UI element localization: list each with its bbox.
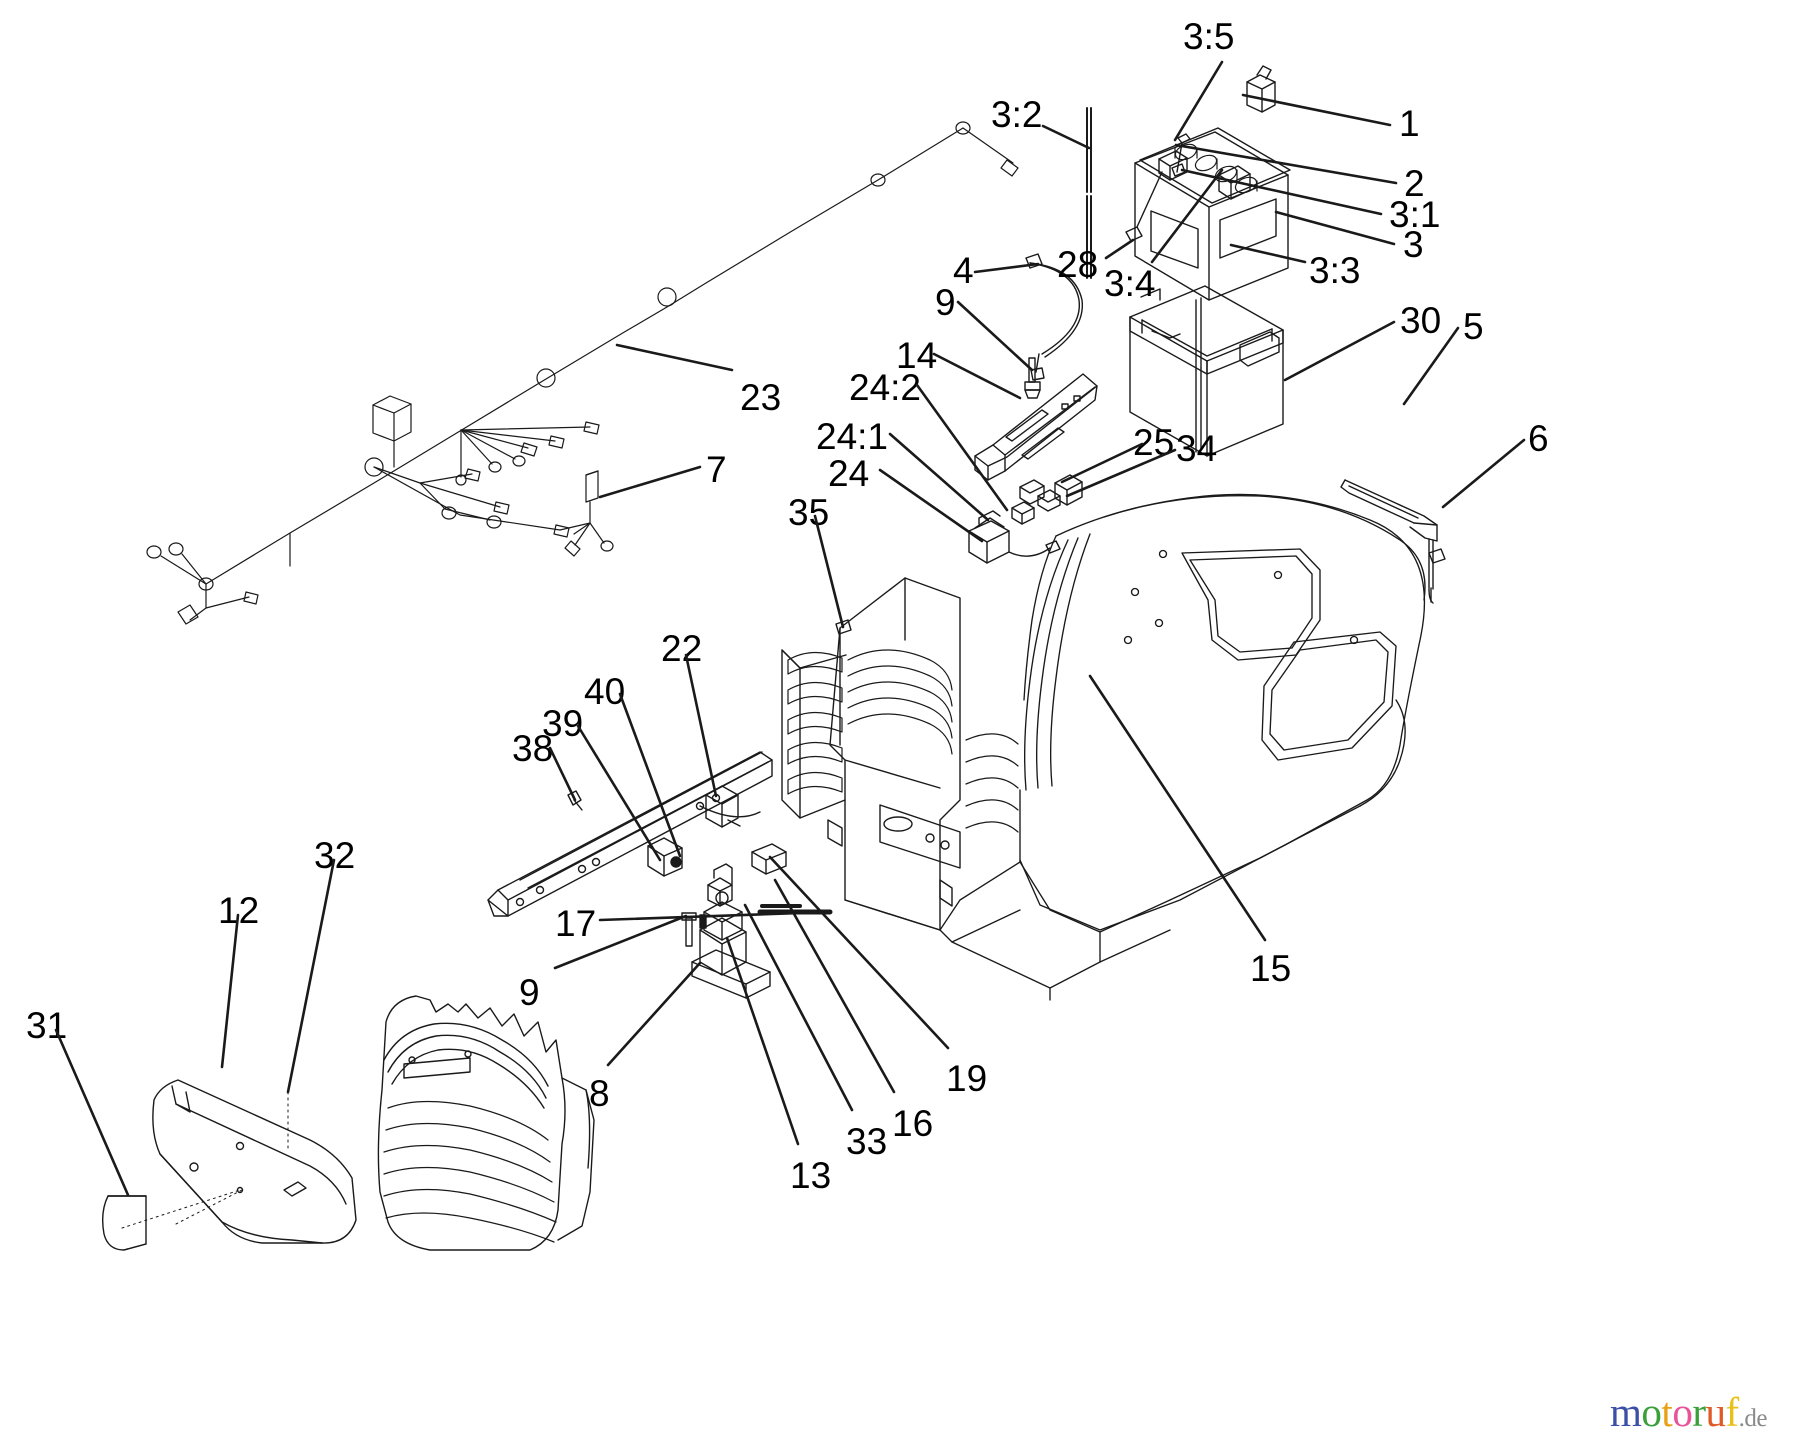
rail-bracket <box>647 837 683 877</box>
solenoid-screw <box>681 912 697 947</box>
callout-24: 24 <box>828 453 870 494</box>
callout-3-3: 3:3 <box>1309 250 1361 291</box>
callout-28: 28 <box>1057 244 1099 285</box>
watermark-letter: u <box>1705 1389 1726 1435</box>
battery-cable-4 <box>1025 253 1084 381</box>
callout-25: 25 <box>1133 422 1175 463</box>
bracket-19 <box>751 843 787 875</box>
callout-38: 38 <box>512 728 554 769</box>
solenoid-assembly <box>681 843 833 999</box>
battery-hold-down-rod <box>1086 107 1092 279</box>
front-grille <box>377 995 595 1251</box>
callout-22: 22 <box>661 628 703 669</box>
watermark-letter: o <box>1672 1389 1693 1435</box>
callout-30: 30 <box>1400 300 1442 341</box>
watermark-letter: f <box>1725 1389 1739 1435</box>
harness-branch-lower <box>373 466 614 557</box>
callout-3-5: 3:5 <box>1183 16 1235 57</box>
callout-3-4: 3:4 <box>1104 263 1156 304</box>
callout-15: 15 <box>1250 948 1292 989</box>
callout-33: 33 <box>846 1121 888 1162</box>
frame-rail <box>487 751 773 917</box>
main-wire-harness <box>146 121 1019 625</box>
watermark-letter: r <box>1692 1389 1706 1435</box>
battery-cover-clip <box>1246 65 1276 113</box>
battery-hold-down-bracket <box>974 357 1098 481</box>
grille-bars <box>383 1100 557 1243</box>
callout-17: 17 <box>555 903 597 944</box>
battery-tray <box>1129 285 1284 457</box>
callout-1: 1 <box>1399 103 1420 144</box>
callout-9-bottom: 9 <box>519 972 540 1013</box>
callout-6: 6 <box>1528 418 1549 459</box>
callout-12: 12 <box>218 890 260 931</box>
fitting-33 <box>707 863 733 907</box>
tractor-hood <box>939 493 1426 1001</box>
callout-23: 23 <box>740 377 782 418</box>
callout-3-2: 3:2 <box>991 94 1043 135</box>
callout-8: 8 <box>589 1073 610 1114</box>
relay-connector <box>372 395 412 468</box>
callout-2: 2 <box>1404 163 1425 204</box>
left-louvers <box>787 651 843 795</box>
callout-24-1: 24:1 <box>816 416 889 457</box>
support-rod <box>1340 479 1438 590</box>
callout-16: 16 <box>892 1103 934 1144</box>
callout-19: 19 <box>946 1058 988 1099</box>
watermark-letter: o <box>1641 1389 1662 1435</box>
ignition-switch-assembly <box>968 474 1083 564</box>
ignition-key <box>1019 479 1045 505</box>
watermark-suffix: .de <box>1738 1405 1768 1432</box>
callout-3: 3 <box>1403 224 1424 265</box>
callout-24-2: 24:2 <box>849 367 922 408</box>
harness-plug <box>559 470 614 557</box>
inner-louvers <box>965 733 1019 833</box>
watermark-letter: m <box>1610 1389 1642 1435</box>
callout-7: 7 <box>706 449 727 490</box>
switch-connector <box>1054 474 1083 506</box>
callout-31: 31 <box>26 1005 68 1046</box>
callout-14: 14 <box>896 335 938 376</box>
engine-side-panel <box>781 577 1019 931</box>
callout-13: 13 <box>790 1155 832 1196</box>
relay-block-22 <box>705 785 741 828</box>
battery-cable-6 <box>1428 548 1446 604</box>
callout-3-1: 3:1 <box>1389 194 1441 235</box>
callout-40: 40 <box>584 671 626 712</box>
motoruf-watermark: motoruf.de <box>1610 1392 1767 1433</box>
front-bumper <box>101 1079 357 1251</box>
callout-32: 32 <box>314 835 356 876</box>
callout-39: 39 <box>542 703 584 744</box>
battery-nut <box>1125 171 1163 242</box>
callout-5: 5 <box>1463 306 1484 347</box>
callout-4: 4 <box>953 250 974 291</box>
callout-9-top: 9 <box>935 282 956 323</box>
callout-34: 34 <box>1176 428 1218 469</box>
bumper-end-cap <box>101 1195 147 1251</box>
callout-35: 35 <box>788 492 830 533</box>
harness-branch-upper <box>455 421 600 486</box>
side-louvers <box>847 649 953 755</box>
watermark-letter: t <box>1661 1389 1673 1435</box>
